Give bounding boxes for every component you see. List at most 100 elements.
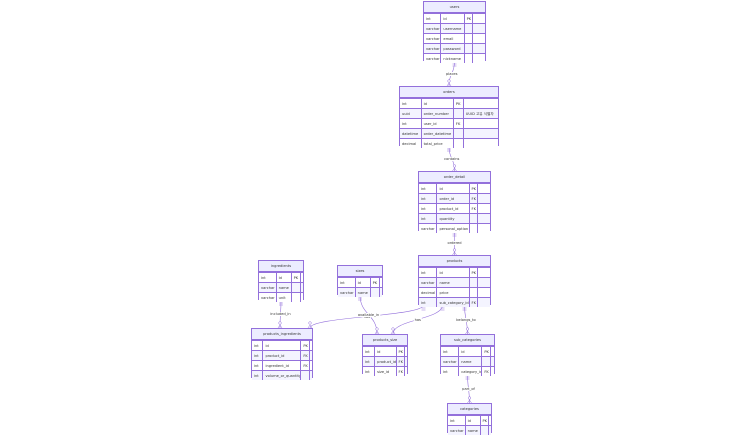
many-marker — [465, 327, 470, 331]
attribute-key: PK — [292, 273, 302, 282]
attribute-name: name — [459, 357, 483, 366]
many-marker — [278, 321, 282, 325]
attribute-key: FK — [470, 194, 479, 203]
attribute-name: quantity — [437, 214, 470, 223]
attribute-key: FK — [301, 361, 310, 370]
attribute-key — [371, 288, 381, 297]
attribute-key — [454, 139, 464, 148]
attribute-name: id — [356, 278, 371, 287]
attribute-key: PK — [454, 99, 464, 108]
attribute-key: FK — [482, 367, 492, 376]
attribute-name: id — [459, 347, 483, 356]
attribute-comment — [473, 24, 485, 33]
attribute-name: product_id — [437, 204, 470, 213]
attribute-key: PK — [470, 268, 479, 277]
attribute-name: id — [466, 416, 481, 425]
relationship-label: belongs_to — [455, 317, 477, 322]
relationship-label: available_in — [356, 312, 381, 317]
entity-title: order_detail — [419, 172, 490, 183]
attribute-comment — [478, 184, 490, 193]
attribute-comment — [301, 273, 303, 282]
many-marker — [447, 79, 451, 83]
attribute-comment — [380, 288, 382, 297]
attribute-type: uuid — [400, 109, 422, 118]
attribute-comment — [380, 278, 382, 287]
entity-title: ingredients — [259, 261, 303, 272]
attribute-key — [454, 109, 464, 118]
attribute-comment — [478, 298, 490, 307]
attribute-type: int — [252, 371, 264, 380]
attribute-key: FK — [470, 298, 479, 307]
entity-title: orders — [400, 87, 498, 98]
attribute-comment — [478, 278, 490, 287]
attribute-comment — [478, 288, 490, 297]
attribute-name: username — [441, 24, 465, 33]
attribute-key — [481, 426, 489, 435]
entity-title: products_size — [363, 335, 407, 346]
attribute-type: varchar — [259, 293, 277, 302]
attribute-name: id — [422, 99, 454, 108]
attribute-type: int — [252, 361, 264, 370]
attribute-key: PK — [301, 341, 310, 350]
attribute-name: size_id — [375, 367, 397, 376]
attribute-name: order_datetime — [422, 129, 454, 138]
attribute-name: sub_category_id — [437, 298, 470, 307]
attribute-comment — [405, 357, 407, 366]
attribute-name: ingredient_id — [263, 361, 302, 370]
attribute-name: nickname — [441, 54, 465, 63]
attribute-key — [465, 24, 474, 33]
relationship-label: part_of — [461, 386, 476, 391]
attribute-name: user_id — [422, 119, 454, 128]
attribute-comment — [310, 351, 312, 360]
attribute-comment — [491, 347, 494, 356]
attribute-key — [465, 34, 474, 43]
relationship-label: included_in — [269, 312, 292, 316]
crow-foot-marker — [465, 330, 470, 335]
crow-foot-marker — [390, 330, 396, 335]
attribute-name: password — [441, 44, 465, 53]
attribute-type: int — [424, 14, 442, 23]
crow-foot-marker — [446, 82, 452, 87]
attribute-comment — [301, 283, 303, 292]
attribute-key — [470, 288, 479, 297]
relationship-label: has — [362, 314, 371, 319]
entity-title: sizes — [338, 266, 382, 277]
attribute-comment — [491, 367, 494, 376]
attribute-type: decimal — [400, 139, 422, 148]
relationship-label: contains — [443, 156, 461, 161]
many-marker — [308, 321, 312, 325]
many-marker — [375, 327, 379, 331]
attribute-key — [470, 214, 479, 223]
attribute-comment — [473, 34, 485, 43]
attribute-comment — [478, 214, 490, 223]
attribute-key — [292, 293, 302, 302]
attribute-key: FK — [301, 351, 310, 360]
attribute-key — [465, 44, 474, 53]
attribute-type: int — [448, 416, 466, 425]
many-marker — [452, 248, 457, 252]
attribute-name: category_id — [459, 367, 483, 376]
